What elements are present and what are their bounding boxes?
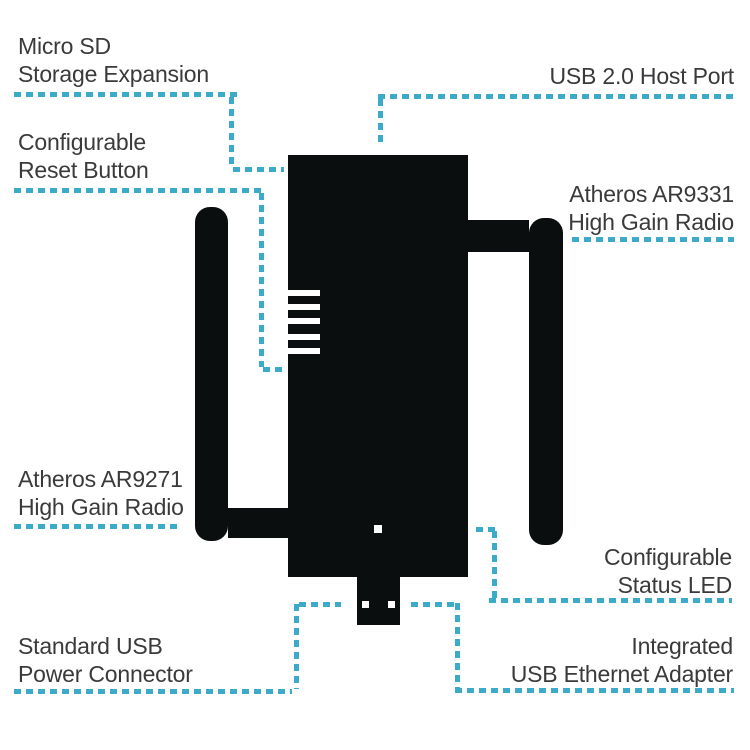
label-line: Atheros AR9271 [18, 466, 183, 492]
status-led-dot [374, 525, 382, 533]
callout-line-ar9331 [572, 237, 734, 242]
label-usb-host: USB 2.0 Host Port [549, 62, 734, 90]
vent-slot [287, 348, 320, 354]
label-line: High Gain Radio [568, 209, 734, 235]
callout-line-power [299, 602, 341, 607]
callout-line-reset [259, 193, 264, 367]
callout-line-micro-sd [229, 97, 234, 168]
label-line: Configurable [603, 544, 732, 570]
label-line: USB Ethernet Adapter [510, 661, 734, 687]
label-line: Atheros AR9331 [569, 181, 734, 207]
callout-line-reset [263, 367, 286, 372]
callout-line-status-led [492, 531, 497, 598]
usb-pin-right [388, 601, 395, 608]
callout-line-ethernet [411, 602, 455, 607]
label-line: Micro SD [18, 33, 111, 59]
label-line: Standard USB [18, 633, 163, 659]
label-line: High Gain Radio [18, 494, 184, 520]
label-line: USB 2.0 Host Port [549, 63, 734, 89]
label-ar9271-radio: Atheros AR9271 High Gain Radio [18, 465, 184, 521]
label-status-led: Configurable Status LED [604, 543, 732, 599]
antenna-right [529, 218, 563, 545]
antenna-arm-left [228, 508, 290, 538]
callout-line-micro-sd [233, 167, 284, 172]
callout-line-micro-sd [14, 92, 237, 97]
label-ethernet-adapter: Integrated USB Ethernet Adapter [510, 632, 734, 688]
callout-line-reset [14, 188, 264, 193]
label-line: Integrated [631, 633, 733, 659]
device-body [288, 155, 468, 577]
usb-pin-left [362, 601, 369, 608]
label-line: Status LED [617, 572, 733, 598]
label-line: Configurable [18, 129, 147, 155]
label-ar9331-radio: Atheros AR9331 High Gain Radio [568, 180, 734, 236]
callout-line-status-led [476, 527, 497, 532]
vent-slot [287, 290, 320, 296]
label-line: Storage Expansion [18, 61, 209, 87]
callout-line-ethernet [455, 688, 734, 693]
vent-slot [287, 318, 320, 324]
callout-line-ethernet [455, 603, 460, 688]
callout-line-usb-host [378, 94, 735, 99]
callout-line-status-led [489, 598, 732, 603]
label-micro-sd: Micro SD Storage Expansion [18, 32, 209, 88]
antenna-arm-right [468, 220, 529, 252]
antenna-left [195, 207, 228, 541]
vent-slot [287, 304, 320, 310]
callout-line-power [294, 604, 299, 689]
callout-line-usb-host [378, 99, 383, 143]
callout-line-power [14, 689, 292, 694]
callout-line-ar9271 [14, 524, 180, 529]
vent-slot [287, 334, 320, 340]
label-power-connector: Standard USB Power Connector [18, 632, 193, 688]
label-reset-button: Configurable Reset Button [18, 128, 149, 184]
label-line: Reset Button [18, 157, 149, 183]
label-line: Power Connector [18, 661, 193, 687]
